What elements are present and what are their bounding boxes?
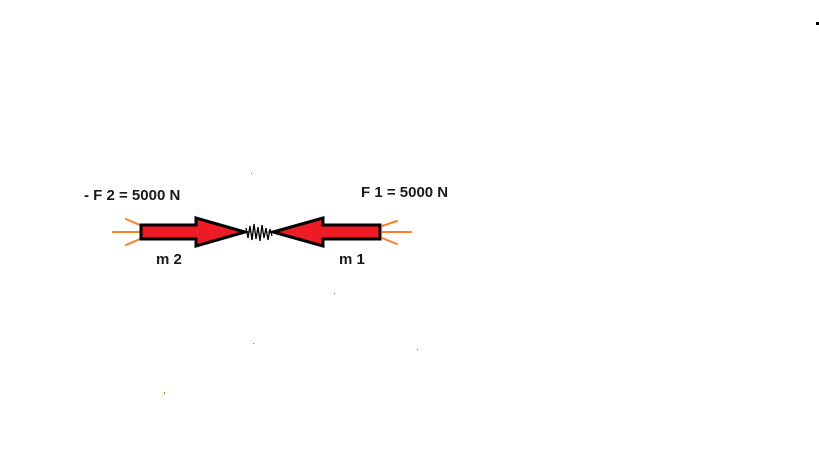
mass-left-label: m 2 — [156, 251, 182, 268]
right-arrow-icon — [267, 216, 382, 248]
right-exhaust-icon — [381, 220, 412, 245]
left-exhaust-icon — [112, 218, 141, 246]
stray-dots — [164, 22, 819, 394]
force-left-label: - F 2 = 5000 N — [84, 187, 180, 204]
force-right-label: F 1 = 5000 N — [361, 184, 448, 201]
impact-scribble-icon — [245, 223, 273, 242]
left-arrow-icon — [139, 216, 251, 248]
mass-right-label: m 1 — [339, 251, 365, 268]
